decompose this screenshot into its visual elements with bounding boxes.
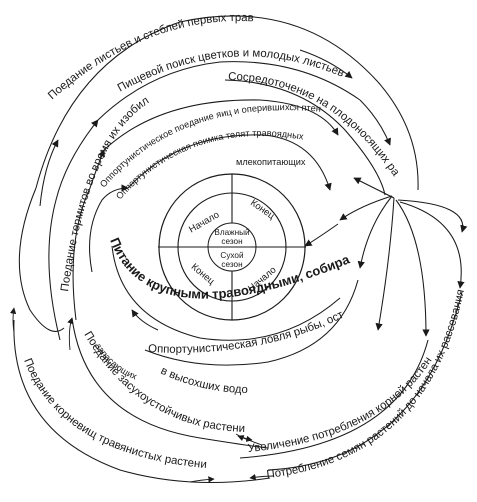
arrow-drought-up	[67, 317, 74, 351]
arrow-roots-text	[189, 476, 215, 483]
cycle-line-left-2	[48, 119, 99, 341]
cycle-line-roots	[13, 319, 271, 484]
cycle-line-seeds	[267, 291, 463, 471]
wheel-wet-season-1: Влажный	[214, 228, 249, 237]
fan-line-5	[397, 199, 468, 233]
arrow-seeds-in	[249, 473, 275, 481]
label-seeds: Потребление семян растений до начала их …	[266, 288, 467, 481]
wheel-dry-season-2: сезон	[221, 260, 242, 269]
cycle-line-drought	[71, 317, 269, 449]
arrow-drought-text	[235, 433, 253, 442]
arrow-bigherb-end	[131, 309, 159, 331]
wheel-wet-season-2: сезон	[221, 237, 242, 246]
season-wheel: Начало Конец Конец Начало Влажный сезон …	[158, 173, 306, 321]
fan-line-1	[357, 195, 393, 269]
cycle-lines	[9, 15, 468, 484]
wheel-dry-season-1: Сухой	[220, 251, 243, 260]
fan-line-6	[339, 195, 393, 221]
cycle-line-leaves	[35, 15, 379, 189]
arrow-roots-up	[9, 307, 17, 333]
fan-line-3	[395, 199, 430, 337]
cycle-line-leaves-right	[377, 81, 419, 191]
fan-line-8	[304, 223, 339, 247]
cycle-line-outer-left	[18, 187, 65, 332]
fan-line-7	[353, 177, 395, 199]
cycle-line-calves	[127, 134, 332, 191]
fan-line-4	[399, 201, 465, 289]
cycle-line-left-3	[72, 149, 105, 321]
fan-line-2	[375, 197, 395, 331]
cycle-line-eggs	[103, 99, 339, 151]
cycle-line-fish	[144, 279, 359, 366]
cycle-line-fruit	[224, 79, 386, 196]
cycle-line-more-roots	[239, 339, 429, 459]
cycle-line-search	[97, 61, 361, 121]
label-opp-calves-2: млекопитающих	[236, 157, 306, 167]
cycle-line-left-4	[89, 184, 129, 273]
wheel-end-top: Конец	[248, 197, 277, 222]
arrow-search	[299, 49, 353, 79]
cycle-line-bigherb	[111, 245, 341, 341]
cycle-line-left-arrow	[39, 139, 59, 207]
arrow-fruit	[359, 99, 391, 146]
